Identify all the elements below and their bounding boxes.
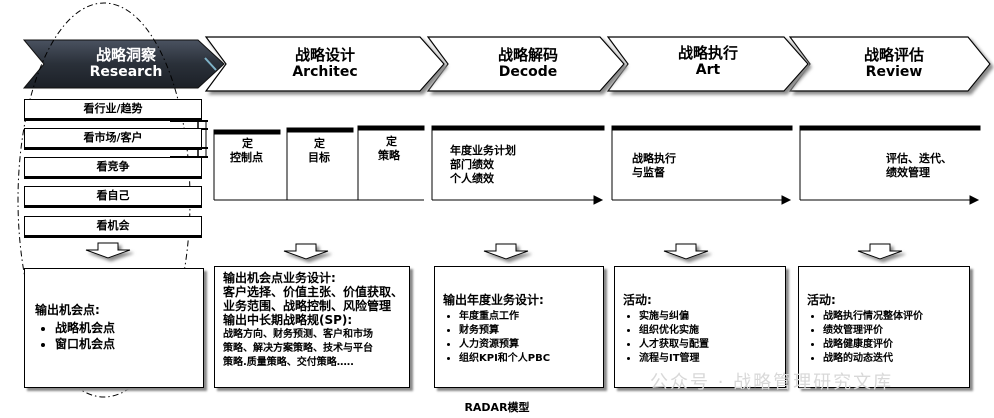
chevron-research — [22, 39, 225, 89]
output-box-research-title: 输出机会点: — [35, 303, 100, 317]
design-steps — [213, 125, 425, 201]
list-item: 财务预算 — [459, 324, 603, 338]
research-row-market: 看市场/客户 — [24, 128, 202, 150]
down-arrows — [85, 242, 903, 260]
design-line: 战略方向、财务预测、客户和市场 — [223, 329, 373, 340]
design-line: 策略、解决方案策略、技术与平台 — [223, 343, 373, 354]
list-item: 组织优化实施 — [639, 324, 785, 338]
list-item: 战略的动态迭代 — [823, 352, 969, 366]
list-item: 战略执行情况整体评价 — [823, 310, 969, 324]
stage-art-title: 战略执行 Art — [677, 44, 738, 79]
output-box-research: 输出机会点: 战略机会点 窗口机会点 — [24, 268, 204, 388]
design-step-control: 定 控制点 — [230, 137, 263, 164]
chevron-review — [788, 36, 991, 92]
chevron-architec — [204, 36, 445, 92]
design-line: 客户选择、价值主张、价值获取、 — [223, 285, 404, 299]
chevron-decode — [426, 36, 625, 92]
output-box-review-title: 活动: — [807, 293, 836, 307]
list-item: 实施与纠偏 — [639, 310, 785, 324]
list-item: 人力资源预算 — [459, 338, 603, 352]
research-row-competition: 看竞争 — [24, 157, 202, 179]
stage-architec-title: 战略设计 Architec — [292, 46, 358, 81]
output-box-decode: 输出年度业务设计: 年度重点工作 财务预算 人力资源预算 组织KPI和个人PBC — [434, 266, 604, 388]
design-step-target: 定 目标 — [308, 137, 330, 164]
list-item: 绩效管理评价 — [823, 324, 969, 338]
design-line: 输出中长期战略规(SP): — [223, 313, 353, 327]
output-box-review: 活动: 战略执行情况整体评价 绩效管理评价 战略健康度评价 战略的动态迭代 — [798, 266, 970, 388]
design-line: 输出机会点业务设计: — [223, 271, 336, 285]
list-item: 战略健康度评价 — [823, 338, 969, 352]
watermark: 公众号 · 战略管理研究文库 — [650, 372, 894, 393]
design-line: 策略.质量策略、交付策略‥‥. — [223, 357, 354, 368]
diagram-caption: RADAR模型 — [464, 401, 530, 414]
stage-decode-title: 战略解码 Decode — [497, 46, 558, 81]
output-box-decode-title: 输出年度业务设计: — [443, 293, 544, 307]
list-item: 流程与IT管理 — [639, 352, 785, 366]
list-item: 窗口机会点 — [55, 336, 203, 352]
list-item: 战略机会点 — [55, 320, 203, 336]
list-item: 年度重点工作 — [459, 310, 603, 324]
research-row-self: 看自己 — [24, 186, 202, 208]
stage-research-title: 战略洞察 Research — [89, 46, 163, 81]
list-item: 人才获取与配置 — [639, 338, 785, 352]
long-bars — [431, 125, 981, 205]
research-row-opportunity: 看机会 — [24, 216, 202, 238]
stage-review-title: 战略评估 Review — [863, 46, 924, 81]
research-row-industry: 看行业/趋势 — [24, 99, 202, 121]
output-box-design: 输出机会点业务设计: 客户选择、价值主张、价值获取、 业务范围、战略控制、风险管… — [214, 266, 410, 388]
review-step-text: 评估、迭代、 绩效管理 — [886, 152, 952, 179]
decode-step-text: 年度业务计划 部门绩效 个人绩效 — [450, 144, 516, 185]
list-item: 组织KPI和个人PBC — [459, 352, 603, 366]
output-box-art: 活动: 实施与纠偏 组织优化实施 人才获取与配置 流程与IT管理 — [614, 266, 786, 388]
art-step-text: 战略执行 与监督 — [632, 152, 676, 179]
output-box-art-title: 活动: — [623, 293, 652, 307]
design-step-strategy: 定 策略 — [378, 135, 400, 162]
chevron-art — [606, 36, 809, 92]
design-line: 业务范围、战略控制、风险管理 — [223, 299, 392, 313]
